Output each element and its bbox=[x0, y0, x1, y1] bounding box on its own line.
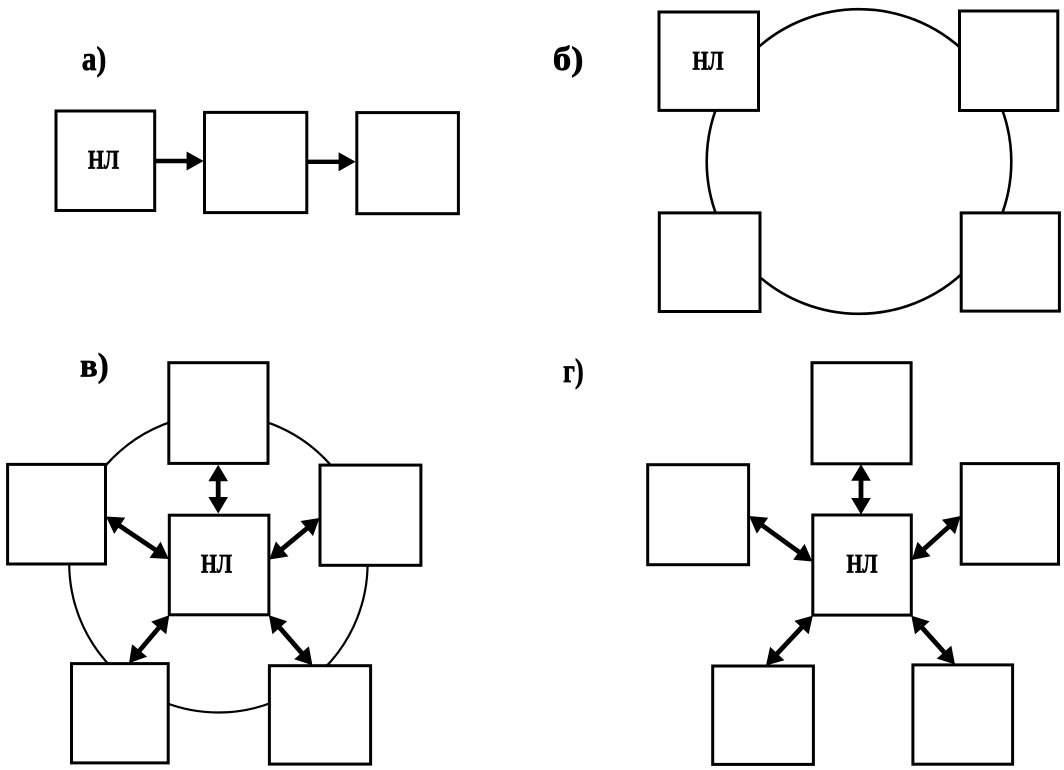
svg-text:НЛ: НЛ bbox=[201, 550, 232, 579]
svg-text:НЛ: НЛ bbox=[693, 46, 724, 75]
svg-text:г): г) bbox=[563, 353, 584, 390]
svg-text:в): в) bbox=[80, 347, 109, 384]
svg-text:НЛ: НЛ bbox=[847, 550, 878, 579]
svg-text:б): б) bbox=[553, 41, 584, 78]
svg-text:НЛ: НЛ bbox=[88, 145, 119, 174]
svg-text:а): а) bbox=[82, 41, 107, 78]
